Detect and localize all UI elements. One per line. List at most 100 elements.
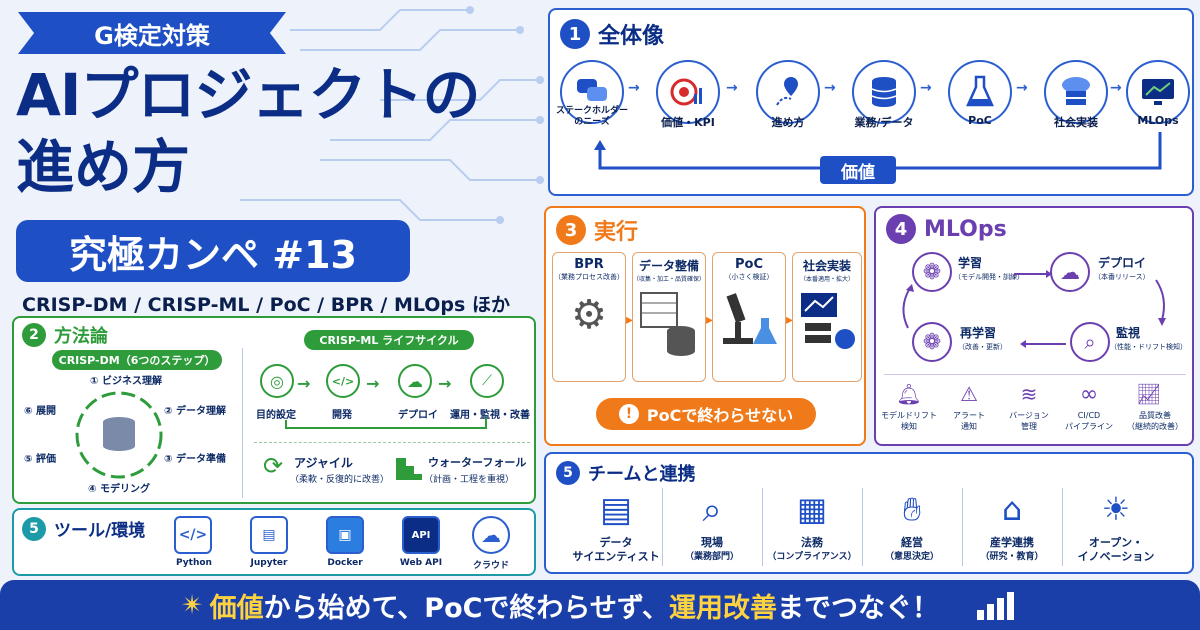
crispdm-step: ④ モデリング bbox=[88, 484, 150, 495]
step-label: 進め方 bbox=[771, 116, 805, 129]
divider bbox=[242, 348, 243, 498]
section-title: 全体像 bbox=[598, 24, 665, 49]
growth-chart-icon: 📈︎ bbox=[1136, 382, 1162, 406]
team-member: データサイエンティスト bbox=[572, 536, 660, 563]
cycle-title: 再学習 bbox=[960, 326, 997, 340]
team-member: 現場（業務部門） bbox=[684, 536, 740, 562]
search-icon: ⌕ bbox=[702, 490, 722, 530]
banner-text: までつなぐ！ bbox=[777, 592, 939, 624]
section-number: 4 bbox=[886, 214, 916, 244]
divider bbox=[884, 374, 1186, 375]
tools-header: 5 ツール/環境 bbox=[22, 516, 145, 541]
section-number: 5 bbox=[22, 516, 46, 541]
tool-label: Python bbox=[176, 558, 212, 568]
cheatsheet-badge: 究極カンペ #13 bbox=[16, 220, 410, 282]
flow-arrow: → bbox=[438, 374, 452, 393]
code-icon: </> bbox=[326, 364, 360, 398]
tool-label: クラウド bbox=[472, 561, 509, 571]
flow-arrow: → bbox=[628, 80, 640, 96]
team-header: 5 チームと連携 bbox=[556, 460, 695, 486]
divider bbox=[254, 442, 530, 443]
bell-icon: 🔔︎ bbox=[896, 382, 922, 406]
briefcase-icon: ▤ bbox=[599, 490, 633, 530]
page-title-line1: AIプロジェクトの bbox=[16, 61, 480, 129]
divider bbox=[662, 488, 663, 566]
section-title: 実行 bbox=[594, 220, 639, 245]
brain-icon: ❁ bbox=[912, 252, 952, 292]
step-label: PoC bbox=[968, 114, 992, 127]
flask-icon bbox=[948, 60, 1012, 124]
flow-arrow: → bbox=[297, 374, 311, 393]
step-label: ステークホルダーのニーズ bbox=[555, 106, 629, 127]
cycle-title: 学習 bbox=[958, 256, 983, 270]
flow-arrow: ▸ bbox=[626, 312, 634, 328]
execution-header: 3 実行 bbox=[556, 214, 638, 246]
mlops-panel: 4 MLOps ❁ 学習 （モデル開発・訓練） ☁ デプロイ （本番リリース） … bbox=[874, 206, 1194, 446]
flow-arrow: → bbox=[1016, 80, 1028, 96]
card-title: 社会実装 bbox=[802, 259, 851, 273]
crispml-step: 開発 bbox=[332, 410, 352, 421]
execution-card-data: データ整備 （収集・加工・品質確保） bbox=[632, 252, 706, 382]
crispdm-step: ⑥ 展開 bbox=[24, 406, 56, 417]
sparkle-icon: ✴ bbox=[181, 589, 204, 621]
cloud-icon: ☁ bbox=[472, 516, 510, 554]
agile-name: アジャイル bbox=[294, 456, 353, 470]
python-icon: </> bbox=[174, 516, 212, 554]
flow-arrow: ▸ bbox=[786, 312, 794, 328]
magnifier-pulse-icon: ⌕ bbox=[1070, 322, 1110, 362]
gears-icon: ⚙ bbox=[571, 292, 607, 338]
agile-desc: （柔軟・反復的に改善） bbox=[290, 475, 390, 485]
target-icon: ◎ bbox=[260, 364, 294, 398]
flow-arrow: → bbox=[1110, 80, 1122, 96]
monitor-chart-icon bbox=[1126, 60, 1190, 124]
crispml-step: デプロイ bbox=[398, 410, 438, 421]
overview-panel: 1 全体像 → → → → → → ステークホルダーのニーズ 価値・KPI 進め… bbox=[548, 8, 1194, 196]
circuit-lines-decoration bbox=[240, 6, 544, 224]
tool-label: Web API bbox=[399, 558, 443, 568]
server-icon bbox=[801, 293, 855, 349]
team-panel: 5 チームと連携 ▤ ⌕ ▦ ✋︎ ⌂ ☀ データサイエンティスト 現場（業務部… bbox=[544, 452, 1194, 574]
crispml-step: 目的設定 bbox=[256, 410, 296, 421]
cycle-title: デプロイ bbox=[1098, 256, 1147, 270]
overview-header: 1 全体像 bbox=[560, 18, 664, 50]
team-member: 法務（コンプライアンス） bbox=[767, 536, 857, 562]
tool-label: Docker bbox=[327, 558, 363, 568]
team-member: 経営（意思決定） bbox=[884, 536, 940, 562]
cycle-sub: （改善・更新） bbox=[958, 343, 1007, 351]
step-label: MLOps bbox=[1137, 114, 1179, 127]
section-title: 方法論 bbox=[54, 326, 108, 347]
database-icon bbox=[852, 60, 916, 124]
step-label: 価値・KPI bbox=[661, 116, 715, 129]
waterfall-stairs-icon bbox=[396, 458, 422, 480]
flow-arrow: → bbox=[824, 80, 836, 96]
mlops-item: バージョン管理 bbox=[1009, 411, 1049, 431]
card-sub: （本番適用・拡大） bbox=[799, 276, 854, 283]
layers-icon: ≋ bbox=[1020, 382, 1038, 406]
section-title: MLOps bbox=[924, 216, 1007, 242]
team-member: 産学連携（研究・教育） bbox=[980, 536, 1044, 562]
waterfall-desc: （計画・工程を重視） bbox=[424, 475, 515, 485]
crispml-loop-arrow bbox=[285, 418, 487, 429]
crispdm-step: ② データ理解 bbox=[164, 406, 226, 417]
cycle-sub: （本番リリース） bbox=[1094, 273, 1150, 281]
methods-header: 2 方法論 bbox=[22, 322, 108, 348]
docker-icon: ▣ bbox=[326, 516, 364, 554]
alert-bell-icon: ⚠ bbox=[960, 382, 978, 406]
flow-arrow: → bbox=[920, 80, 932, 96]
warning-icon: ! bbox=[618, 404, 639, 424]
divider bbox=[962, 488, 963, 566]
value-label: 価値 bbox=[820, 156, 896, 184]
execution-card-bpr: BPR （業務プロセス改善） ⚙ bbox=[552, 252, 626, 382]
handshake-icon: ✋︎ bbox=[902, 490, 922, 528]
cloud-upload-icon: ☁ bbox=[398, 364, 432, 398]
banner-text: から始めて、PoCで終わらせず、 bbox=[263, 592, 669, 624]
crispdm-title: CRISP-DM（6つのステップ） bbox=[52, 350, 222, 370]
divider bbox=[762, 488, 763, 566]
microscope-icon bbox=[723, 293, 777, 344]
growth-bars-icon bbox=[977, 592, 1014, 620]
card-sub: （収集・加工・品質確保） bbox=[633, 276, 706, 283]
execution-card-poc: PoC （小さく検証） bbox=[712, 252, 786, 382]
document-shield-icon: ▦ bbox=[796, 490, 828, 528]
chat-bubbles-icon bbox=[560, 60, 624, 124]
